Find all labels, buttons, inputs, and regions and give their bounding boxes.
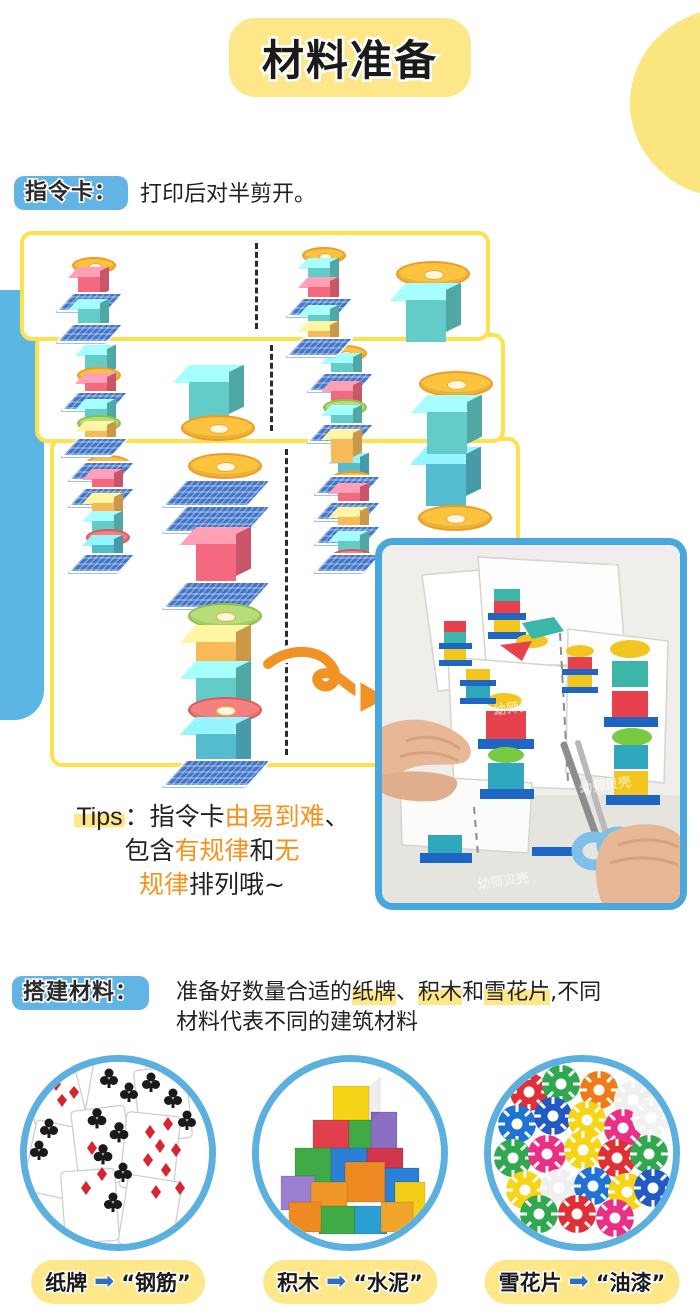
arrow-right-icon: ➡ (93, 1268, 116, 1295)
page-title: 材料准备 (259, 34, 438, 88)
tips-seg-5: 有规律 (174, 836, 250, 866)
snowflake-piece-icon (419, 371, 493, 397)
material-photo-circle (484, 1055, 680, 1251)
material-item-building-blocks[interactable]: 积木 ➡ “水泥” (240, 1055, 460, 1310)
card-cut-line (285, 449, 288, 755)
instruction-card-1[interactable] (20, 231, 490, 357)
card-cut-line (255, 243, 258, 329)
material-mapping: “钢筋” (120, 1270, 193, 1297)
card-mat-icon (161, 479, 273, 507)
photo-cutting-cards: 幼师贝壳 幼师贝壳 幼师贝壳 幼师贝壳 (375, 538, 687, 910)
material-item-snowflake-pieces[interactable]: 雪花片 ➡ “油漆” (472, 1055, 692, 1310)
card-mat-icon (54, 323, 126, 343)
snowflake-piece-icon (188, 453, 262, 479)
snowflake-piece-icon (418, 505, 492, 531)
material-label-pill: 纸牌 ➡ “钢筋” (31, 1260, 205, 1304)
tips-seg-4: 包含 (124, 836, 175, 866)
material-photo-circle (20, 1055, 216, 1251)
decorative-yellow-circle (630, 8, 700, 198)
cube-icon (410, 394, 482, 454)
material-item-playing-cards[interactable]: 纸牌 ➡ “钢筋” (8, 1055, 228, 1310)
body-text-c: 和 (462, 980, 485, 1005)
section-label-build-materials: 搭建材料： (12, 976, 150, 1011)
material-keyword-snowflakes: 雪花片 (484, 980, 551, 1005)
body-text-a: 准备好数量合适的 (176, 980, 353, 1005)
card-mat-icon (161, 759, 273, 787)
card-cut-line (270, 345, 273, 431)
material-name: 雪花片 (497, 1270, 563, 1297)
cube-icon (389, 282, 461, 342)
snowflake-pieces-illustration (491, 1062, 673, 1244)
cube-icon (179, 526, 251, 586)
cube-icon (321, 428, 362, 463)
card-mat-icon (66, 553, 138, 573)
instruction-card-2[interactable] (35, 333, 505, 463)
material-name: 纸牌 (44, 1270, 89, 1297)
section-body-instruction-cards: 打印后对半剪开。 (140, 182, 317, 207)
building-blocks-illustration (259, 1062, 441, 1244)
card-mat-icon (312, 553, 384, 573)
svg-text:幼师贝壳: 幼师贝壳 (492, 696, 546, 719)
section-body-build-materials: 准备好数量合适的纸牌、积木和雪花片,不同 材料代表不同的建筑材料 (176, 978, 690, 1039)
playing-cards-illustration (27, 1062, 209, 1244)
tips-seg-3: 、 (324, 802, 350, 831)
tips-seg-6: 和 (249, 836, 275, 866)
tips-block: Tips：指令卡由易到难、 包含有规律和无 规律排列哦~ (62, 800, 362, 901)
tips-keyword: Tips (74, 803, 125, 831)
body-text-d: ,不同 (550, 980, 602, 1005)
photo-illustration: 幼师贝壳 幼师贝壳 幼师贝壳 幼师贝壳 (382, 545, 680, 903)
cube-icon (409, 446, 481, 506)
material-keyword-cards: 纸牌 (352, 980, 397, 1005)
body-text-line2: 材料代表不同的建筑材料 (176, 1010, 419, 1036)
tips-seg-7: 无 (274, 836, 300, 866)
tips-seg-2: 由易到难 (224, 802, 325, 831)
section-label-instruction-cards: 指令卡： (14, 176, 129, 211)
arrow-right-icon: ➡ (325, 1268, 348, 1295)
tips-seg-8: 规律 (139, 869, 190, 899)
material-photo-circle (252, 1055, 448, 1251)
body-text-b: 、 (396, 980, 419, 1005)
arrow-right-icon: ➡ (567, 1268, 590, 1295)
material-label-pill: 雪花片 ➡ “油漆” (484, 1260, 680, 1304)
svg-text:幼师贝壳: 幼师贝壳 (476, 870, 530, 893)
snowflake-piece-icon (396, 261, 470, 287)
material-name: 积木 (276, 1270, 321, 1297)
material-label-pill: 积木 ➡ “水泥” (263, 1260, 437, 1304)
material-mapping: “油漆” (594, 1270, 667, 1297)
snowflake-piece-icon (181, 415, 255, 441)
svg-text:幼师贝壳: 幼师贝壳 (564, 562, 618, 585)
tips-seg-1: 指令卡 (149, 802, 225, 831)
page-title-badge: 材料准备 (229, 18, 471, 97)
tips-seg-9: 排列哦~ (189, 869, 285, 899)
svg-text:幼师贝壳: 幼师贝壳 (578, 774, 632, 797)
material-mapping: “水泥” (352, 1270, 425, 1297)
material-keyword-blocks: 积木 (418, 980, 463, 1005)
tips-colon: ： (124, 802, 150, 831)
